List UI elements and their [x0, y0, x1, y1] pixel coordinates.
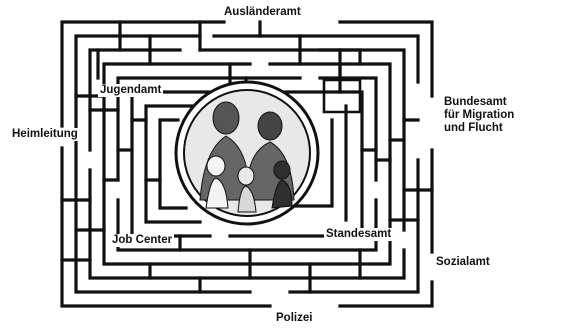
label-polizei: Polizei [274, 312, 314, 325]
label-heimleitung: Heimleitung [10, 128, 80, 141]
label-bundesamt-line2: für Migration [444, 109, 514, 122]
label-bundesamt-line1: Bundesamt [444, 96, 514, 109]
label-bundesamt: Bundesamt für Migration und Flucht [442, 96, 516, 135]
label-sozialamt: Sozialamt [434, 256, 492, 269]
label-bundesamt-line3: und Flucht [444, 122, 514, 135]
label-auslaenderamt: Ausländeramt [222, 6, 303, 19]
label-standesamt: Standesamt [324, 228, 393, 241]
label-jugendamt: Jugendamt [98, 84, 163, 97]
label-job-center: Job Center [110, 234, 174, 247]
